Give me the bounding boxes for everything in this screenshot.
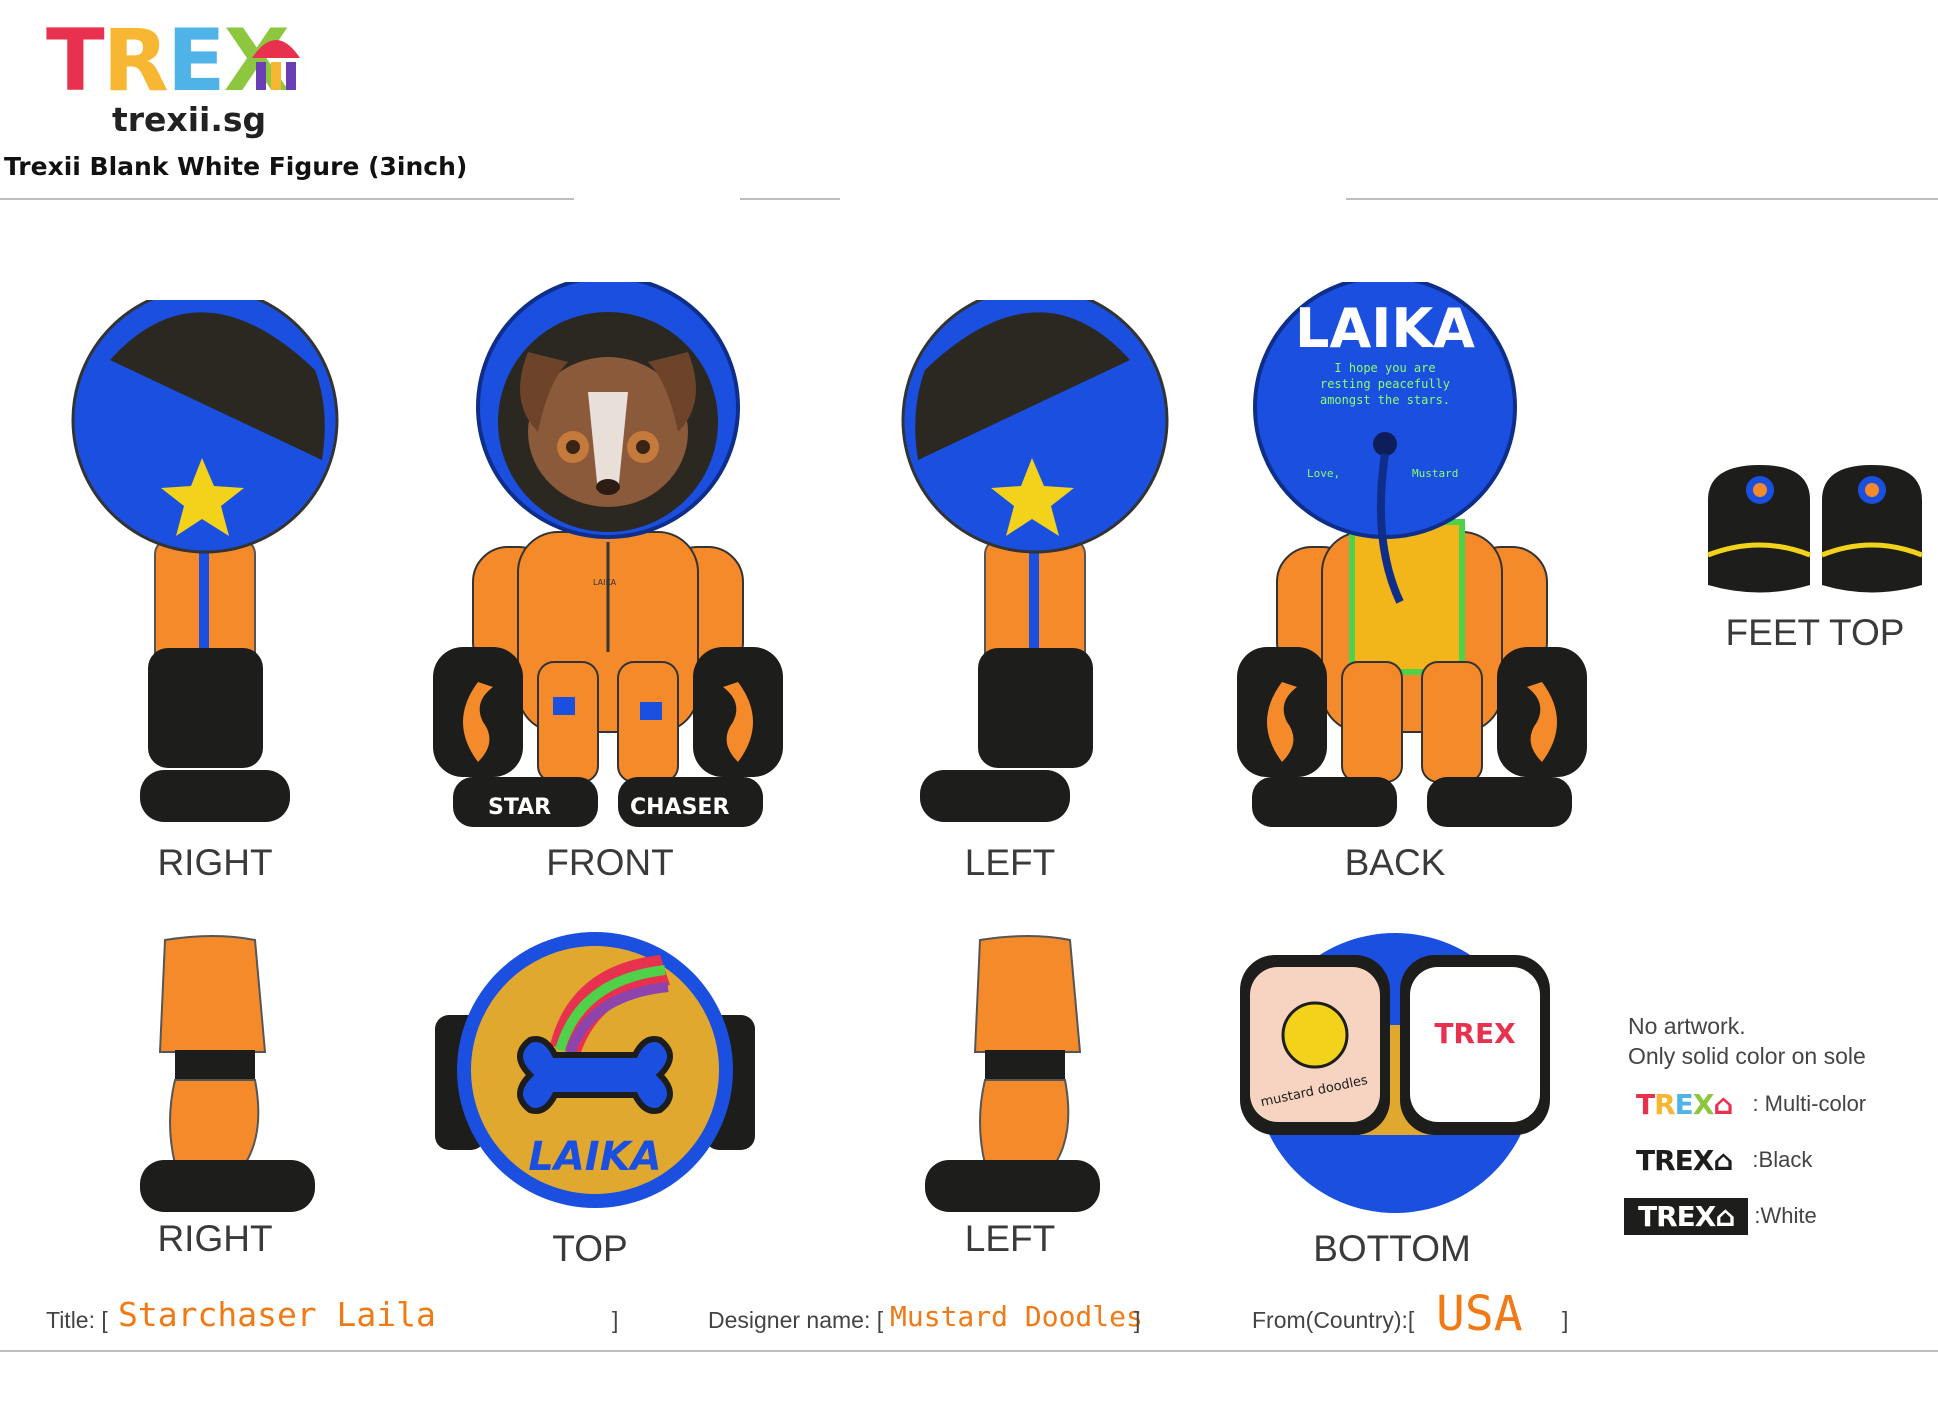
designer-field-close: ] — [1134, 1307, 1141, 1333]
designer-field-label: Designer name: [ — [708, 1307, 884, 1333]
figure-feet-top — [1707, 465, 1923, 593]
footer-rule — [0, 1350, 1938, 1352]
label-right-lower: RIGHT — [157, 1218, 273, 1259]
figure-bottom-view: mustard doodles TREX — [1240, 933, 1550, 1213]
title-field-close: ] — [612, 1307, 619, 1333]
figure-right-lower-view — [140, 935, 315, 1212]
legend-logo-multicolor: TREX⌂ — [1636, 1087, 1733, 1121]
label-top: TOP — [552, 1228, 628, 1269]
title-field-label: Title: [ — [46, 1307, 108, 1333]
figure-left-view — [901, 300, 1169, 822]
legend-logo-white: TREX⌂ — [1624, 1197, 1749, 1235]
logo-letter-e: E — [166, 11, 226, 111]
legend-white-label: :White — [1754, 1203, 1817, 1228]
figure-top-view: LAIKA — [435, 932, 755, 1208]
logo-letter-t: T — [46, 11, 105, 111]
helmet-back-message-3: amongst the stars. — [1320, 393, 1450, 407]
title-field-value: Starchaser Laila — [118, 1295, 436, 1334]
helmet-back-message-2: resting peacefully — [1320, 377, 1450, 391]
legend-multicolor-label: : Multi-color — [1752, 1091, 1867, 1116]
label-right: RIGHT — [157, 842, 273, 883]
trexii-logo-mushroom-icon — [252, 40, 300, 90]
figure-right-view — [71, 300, 339, 822]
label-back: BACK — [1344, 842, 1446, 883]
figure-front-view: STAR CHASER LAIKA — [433, 282, 783, 827]
country-field-close: ] — [1562, 1307, 1569, 1333]
label-left: LEFT — [964, 842, 1056, 883]
template-title: Trexii Blank White Figure (3inch) — [4, 152, 468, 181]
legend-note-line2: Only solid color on sole — [1628, 1042, 1866, 1069]
legend-note-line1: No artwork. — [1628, 1013, 1746, 1039]
country-field-value: USA — [1436, 1286, 1523, 1342]
label-front: FRONT — [546, 842, 674, 883]
helmet-back-name: LAIKA — [1295, 297, 1475, 360]
sole-logo-text: TREX — [1434, 1017, 1516, 1050]
shoe-right-text: CHASER — [630, 795, 729, 820]
label-bottom: BOTTOM — [1313, 1228, 1471, 1269]
figure-back-view: LAIKA I hope you are resting peacefully … — [1237, 282, 1587, 827]
legend-row-multicolor: TREX⌂ : Multi-color — [1636, 1084, 1866, 1124]
helmet-back-love: Love, — [1307, 467, 1340, 480]
header-rule-1 — [0, 198, 574, 200]
trexii-logo: TREX — [46, 11, 290, 111]
logo-letter-r: R — [102, 11, 169, 111]
helmet-back-signature: Mustard — [1412, 467, 1458, 480]
label-left-lower: LEFT — [964, 1218, 1056, 1259]
shoe-left-text: STAR — [488, 795, 551, 820]
country-field-label: From(Country):[ — [1252, 1307, 1415, 1333]
label-feet-top: FEET TOP — [1725, 612, 1905, 653]
header-rule-2 — [740, 198, 840, 200]
designer-field-value: Mustard Doodles — [890, 1300, 1143, 1333]
legend-black-label: :Black — [1752, 1147, 1813, 1172]
legend-notes: No artwork. Only solid color on sole — [1628, 1012, 1866, 1072]
helmet-back-message-1: I hope you are — [1334, 361, 1435, 375]
header-rule-3 — [1346, 198, 1938, 200]
figure-left-lower-view — [925, 935, 1100, 1212]
site-url: trexii.sg — [112, 100, 267, 139]
top-badge-name: LAIKA — [528, 1134, 661, 1180]
legend-row-black: TREX⌂ :Black — [1636, 1140, 1812, 1180]
legend-logo-black: TREX⌂ — [1636, 1143, 1733, 1177]
legend-row-white: TREX⌂ :White — [1624, 1196, 1817, 1236]
front-badge-text: LAIKA — [593, 578, 617, 587]
